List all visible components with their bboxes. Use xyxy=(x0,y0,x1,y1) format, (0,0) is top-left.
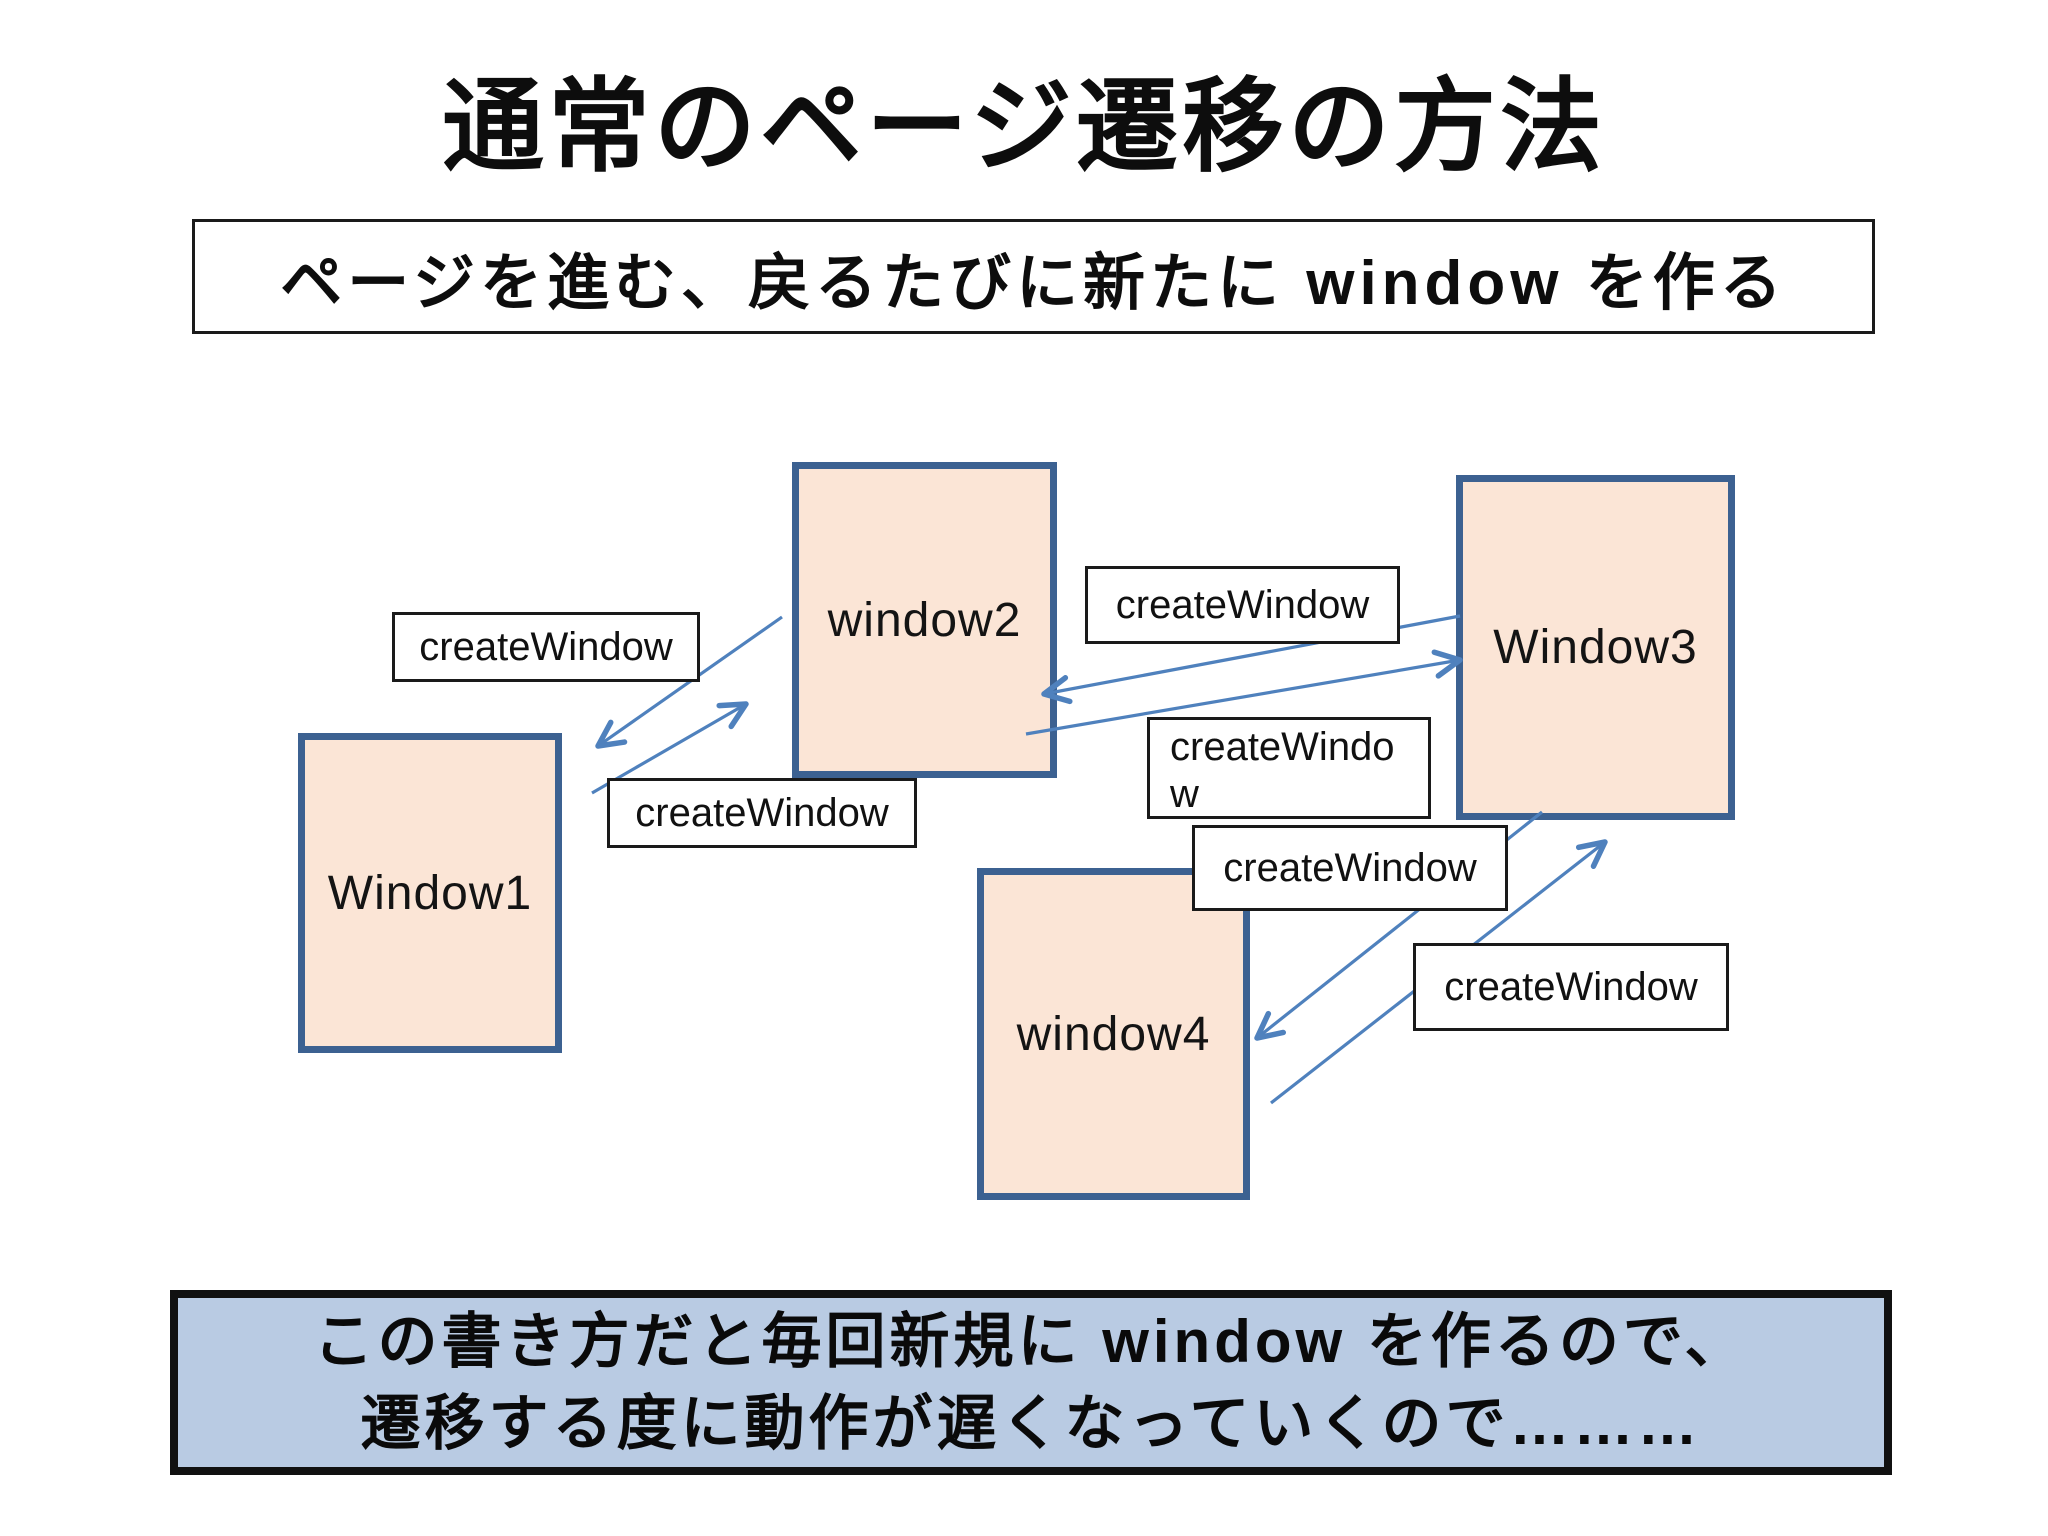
createwindow-label-6: createWindow xyxy=(1413,943,1729,1031)
note-line-1: この書き方だと毎回新規に window を作るので、 xyxy=(313,1307,1749,1375)
window2-label: window2 xyxy=(827,593,1022,647)
slide-title: 通常のページ遷移の方法 xyxy=(442,70,1606,184)
note-line-2: 遷移する度に動作が遅くなっていくので……… xyxy=(360,1389,1702,1457)
createwindow-label-1: createWindow xyxy=(392,612,700,682)
window1-label: Window1 xyxy=(327,866,533,920)
window4-label: window4 xyxy=(1016,1007,1211,1061)
createwindow-label-2: createWindow xyxy=(607,778,917,848)
note-box: この書き方だと毎回新規に window を作るので、 遷移する度に動作が遅くなっ… xyxy=(170,1290,1892,1475)
window3-box: Window3 xyxy=(1456,475,1735,820)
createwindow-label-4: createWindow xyxy=(1147,717,1431,819)
subtitle-text: ページを進む、戻るたびに新たに window を作る xyxy=(280,248,1787,318)
subtitle-box: ページを進む、戻るたびに新たに window を作る xyxy=(192,219,1875,334)
window1-box: Window1 xyxy=(298,733,562,1053)
createwindow-label-3: createWindow xyxy=(1085,566,1400,644)
createwindow-label-5: createWindow xyxy=(1192,825,1508,911)
window4-box: window4 xyxy=(977,868,1250,1200)
window2-box: window2 xyxy=(792,462,1057,778)
window3-label: Window3 xyxy=(1493,621,1698,674)
